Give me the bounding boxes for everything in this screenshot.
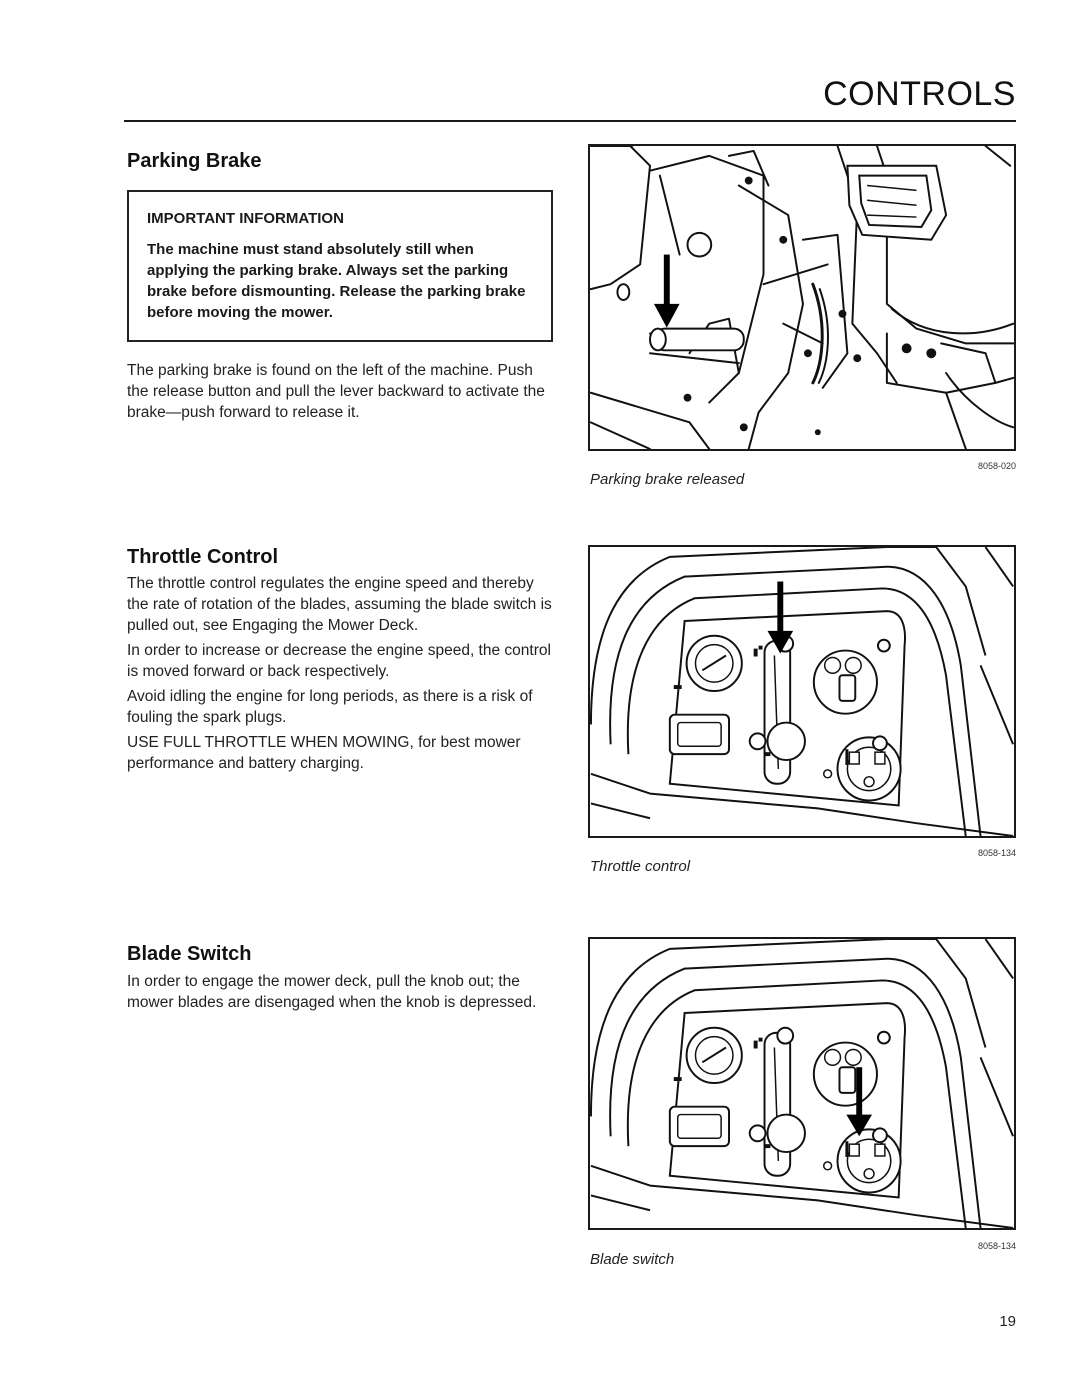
blade-switch-heading: Blade Switch [127,943,252,965]
throttle-paragraph-1: The throttle control regulates the engin… [127,575,552,634]
parking-brake-body: The parking brake is found on the left o… [127,360,552,427]
blade-switch-caption: Blade switch [590,1251,675,1268]
blade-switch-paragraph: In order to engage the mower deck, pull … [127,973,537,1011]
parking-brake-heading: Parking Brake [127,150,262,172]
throttle-paragraph-4: USE FULL THROTTLE WHEN MOWING, for best … [127,734,521,772]
throttle-control-illustration [588,545,1016,838]
title-rule [124,120,1016,122]
throttle-control-caption: Throttle control [590,858,691,875]
parking-brake-paragraph: The parking brake is found on the left o… [127,362,545,421]
blade-dashboard-drawing [590,939,1014,1228]
parking-brake-caption: Parking brake released [590,471,745,488]
throttle-control-figure-code: 8058-134 [977,848,1016,858]
throttle-control-heading: Throttle Control [127,546,279,568]
throttle-dashboard-drawing [590,547,1014,836]
blade-switch-illustration [588,937,1016,1230]
parking-brake-drawing [590,146,1014,449]
page-number: 19 [999,1313,1016,1330]
parking-brake-illustration [588,144,1016,451]
throttle-paragraph-2: In order to increase or decrease the eng… [127,642,551,680]
parking-brake-figure-code: 8058-020 [977,461,1016,471]
page-title: CONTROLS [823,75,1016,113]
throttle-control-body: The throttle control regulates the engin… [127,573,552,778]
throttle-arrow [767,581,794,654]
blade-switch-figure-code: 8058-134 [977,1241,1016,1251]
blade-switch-body: In order to engage the mower deck, pull … [127,971,552,1017]
important-information-title: IMPORTANT INFORMATION [147,210,344,227]
important-information-text: The machine must stand absolutely still … [147,241,526,321]
blade-switch-arrow [846,1067,873,1137]
throttle-paragraph-3: Avoid idling the engine for long periods… [127,688,533,726]
important-information-box: IMPORTANT INFORMATION The machine must s… [127,190,553,342]
parking-brake-arrow [653,254,680,328]
